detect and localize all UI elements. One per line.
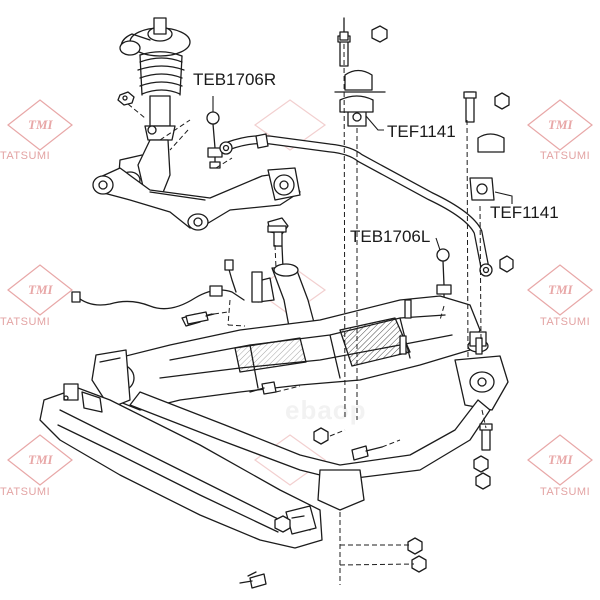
label-teb1706r: TEB1706R bbox=[193, 70, 277, 89]
label-tef1141-lower: TEF1141 bbox=[490, 203, 559, 222]
assembly-guide-lines bbox=[127, 43, 487, 585]
watermark-company-l3: TATSUMI bbox=[0, 486, 51, 498]
watermark-company-r1: TATSUMI bbox=[540, 150, 591, 162]
watermark-logo-text-r2: TMI bbox=[548, 282, 573, 297]
label-teb1706l: TEB1706L bbox=[350, 227, 431, 246]
watermark-logo-text-l3: TMI bbox=[28, 452, 53, 467]
watermark-diamond-center-3 bbox=[253, 434, 327, 486]
watermark-company-l1: TATSUMI bbox=[0, 150, 51, 162]
watermark-company-r3: TATSUMI bbox=[540, 486, 591, 498]
sway-bar-bushing-lower bbox=[463, 91, 510, 201]
lower-control-arm-left bbox=[92, 167, 301, 231]
wiring-harness bbox=[71, 259, 245, 327]
stabilizer-bar bbox=[219, 133, 493, 277]
watermark-diamond-right-2 bbox=[527, 264, 593, 316]
watermark-logo-text-r3: TMI bbox=[548, 452, 573, 467]
watermark-diamond-left-1 bbox=[7, 99, 73, 151]
watermark-diamond-left-2 bbox=[7, 264, 73, 316]
watermark-diamond-right-3 bbox=[527, 434, 593, 486]
watermark-logo-text-l2: TMI bbox=[28, 282, 53, 297]
watermark-company-r2: TATSUMI bbox=[540, 316, 591, 328]
front-subframe bbox=[91, 295, 509, 511]
stabilizer-link-left bbox=[436, 248, 514, 307]
watermark-logo-text-l1: TMI bbox=[28, 117, 53, 132]
lower-beam bbox=[39, 383, 323, 549]
watermark-company-l2: TATSUMI bbox=[0, 316, 51, 328]
watermark-diamond-left-3 bbox=[7, 434, 73, 486]
strut-assembly bbox=[117, 17, 191, 201]
watermark-diamond-right-1 bbox=[527, 99, 593, 151]
background-brand-watermark: ebaop bbox=[285, 395, 367, 425]
stabilizer-link-right bbox=[206, 111, 223, 169]
leader-lines bbox=[212, 96, 513, 251]
label-tef1141-upper: TEF1141 bbox=[387, 122, 456, 141]
watermark-logo-text-r1: TMI bbox=[548, 117, 573, 132]
